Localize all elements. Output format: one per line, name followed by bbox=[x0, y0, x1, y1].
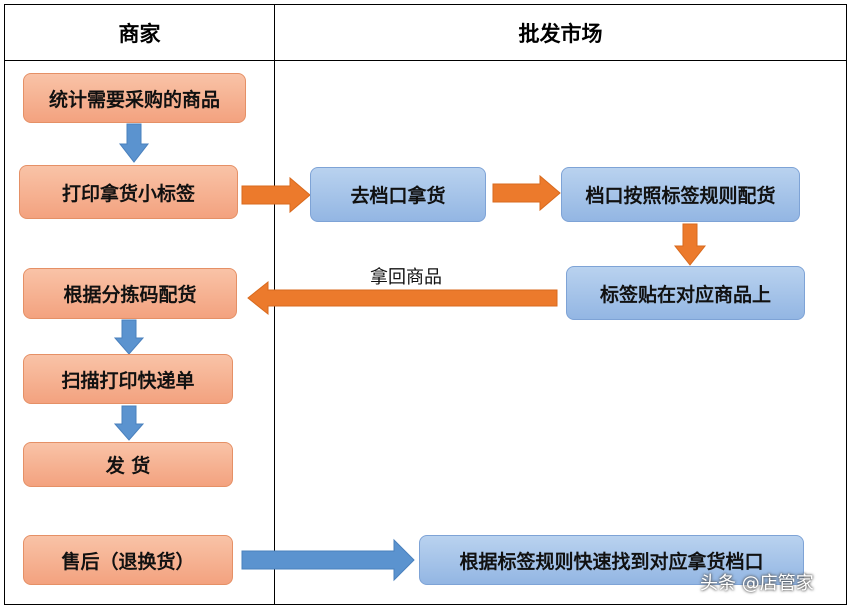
arrow-stall-to-distribute bbox=[492, 174, 561, 212]
frame-top-border bbox=[4, 4, 847, 5]
edge-label-bring-back: 拿回商品 bbox=[370, 267, 442, 288]
step-attach-labels: 标签贴在对应商品上 bbox=[566, 266, 805, 320]
frame-bottom-border bbox=[4, 604, 847, 605]
step-print-express: 扫描打印快递单 bbox=[23, 354, 233, 404]
step-ship: 发 货 bbox=[23, 442, 233, 487]
arrow-attach-to-sort bbox=[247, 280, 558, 316]
arrow-aftersales-to-find bbox=[241, 538, 415, 582]
step-print-labels: 打印拿货小标签 bbox=[19, 165, 238, 219]
step-go-stall: 去档口拿货 bbox=[310, 167, 486, 222]
step-after-sales: 售后（退换货） bbox=[23, 535, 233, 585]
step-stall-distribute: 档口按照标签规则配货 bbox=[561, 167, 800, 222]
watermark-text: 头条 @店管家 bbox=[700, 573, 814, 594]
step-sort-distribute: 根据分拣码配货 bbox=[23, 268, 237, 319]
step-count-goods: 统计需要采购的商品 bbox=[23, 73, 246, 123]
arrow-print-to-stall bbox=[241, 176, 311, 214]
arrow-distribute-to-attach bbox=[673, 223, 707, 266]
arrow-sort-to-express bbox=[113, 319, 145, 355]
frame-header-divider bbox=[4, 60, 847, 61]
step-find-stall: 根据标签规则快速找到对应拿货档口 bbox=[419, 535, 804, 585]
merchant-column-header: 商家 bbox=[118, 22, 161, 46]
market-column-header: 批发市场 bbox=[518, 22, 603, 46]
arrow-count-to-print bbox=[118, 123, 150, 163]
arrow-express-to-ship bbox=[113, 405, 145, 441]
frame-left-border bbox=[4, 4, 5, 605]
frame-right-border bbox=[846, 4, 847, 605]
